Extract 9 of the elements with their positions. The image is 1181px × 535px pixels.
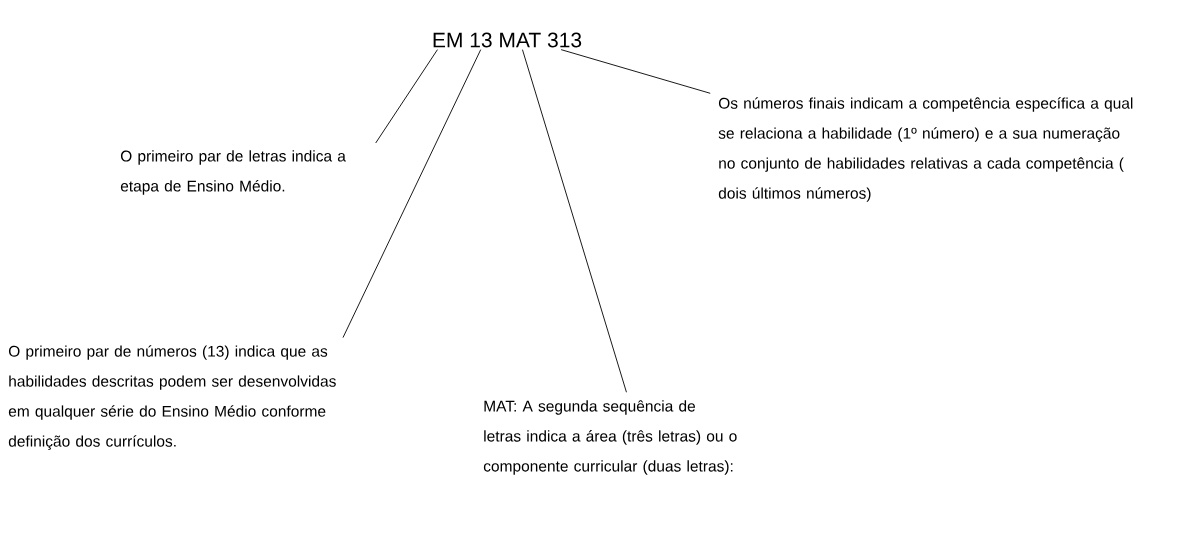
description-text: MAT: A segunda sequência de letras indica a área (três letras) ou o componente curricular (duas letras): (483, 400, 737, 475)
description-text: Os números finais indicam a competência específica a qual se relaciona a habilidade (1º número) e a sua numeração no conjunto de habilidades relativas a cada competência ( dois últimos números) (718, 97, 1133, 202)
leader-line (342, 49, 482, 339)
description-text: O primeiro par de letras indica a etapa de Ensino Médio. (120, 150, 346, 195)
leader-line (522, 49, 627, 393)
leader-line (375, 49, 438, 144)
leader-line (560, 49, 711, 94)
code-label: EM 13 MAT 313 (433, 32, 582, 48)
description-text: O primeiro par de números (13) indica que as habilidades descritas podem ser desenvolvidas em qualquer série do Ensino Médio conforme definição dos currículos. (8, 345, 336, 450)
